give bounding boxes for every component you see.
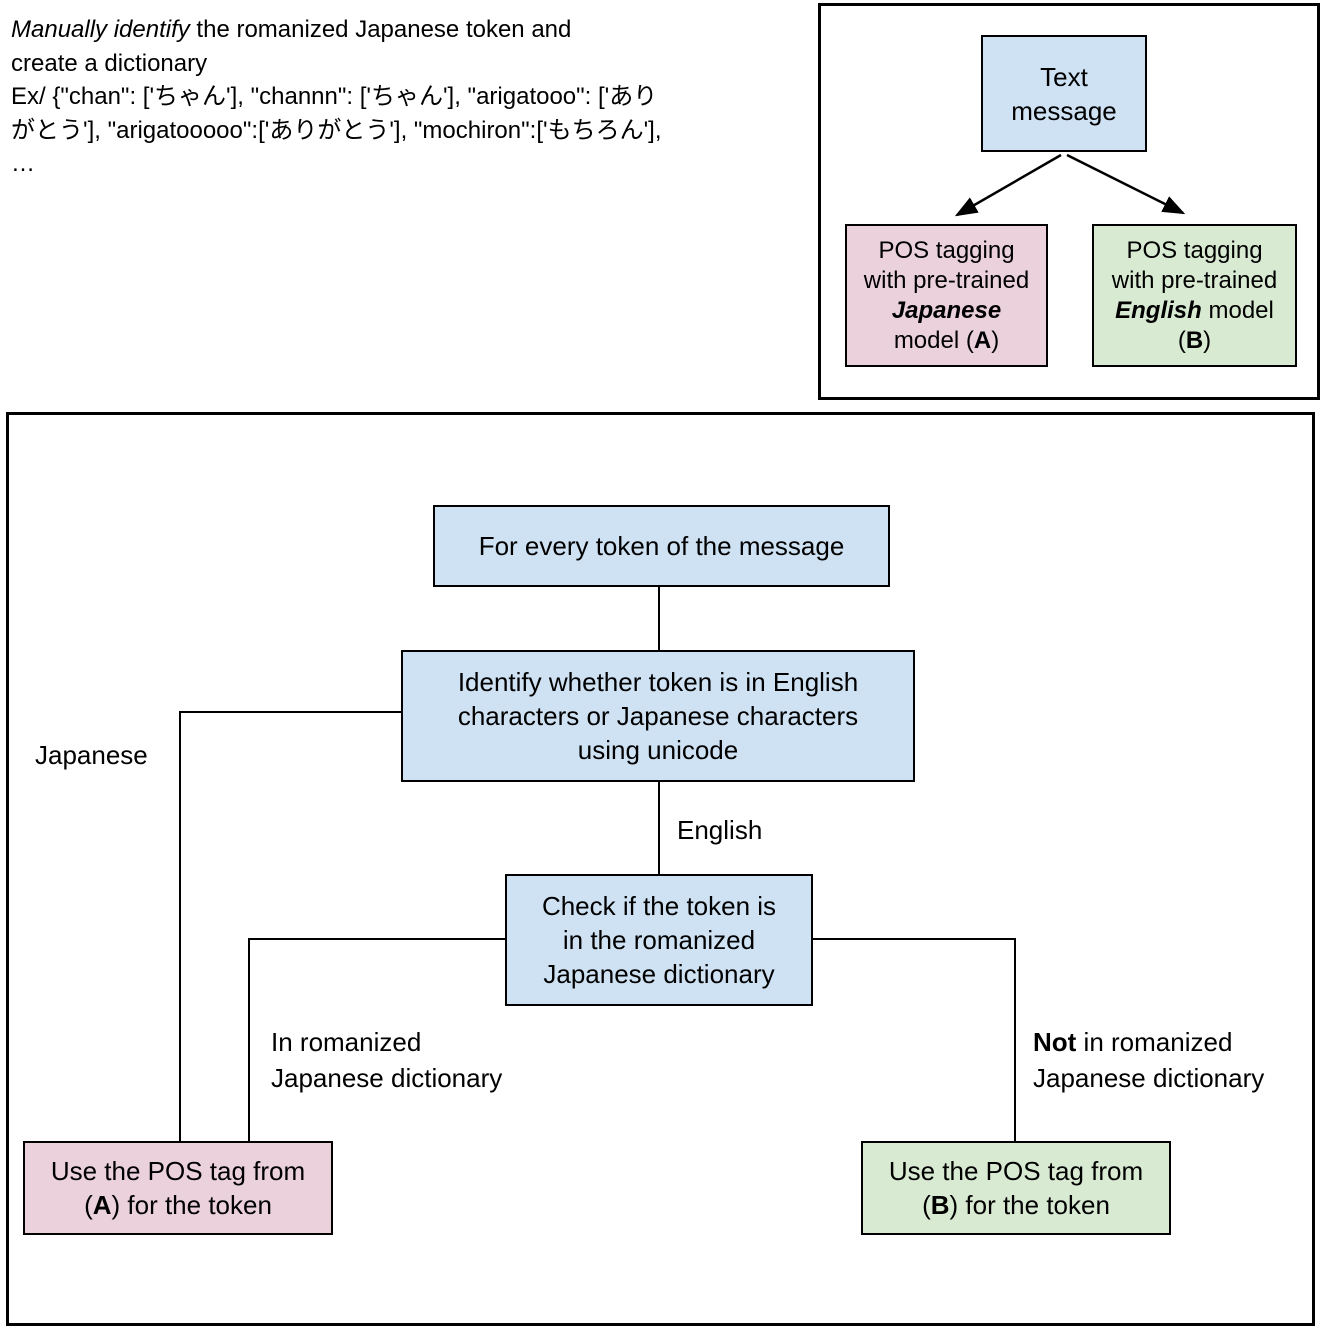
overview-panel: Text message POS tagging with pre-traine…	[818, 3, 1320, 400]
label-in-dictionary-line-2: Japanese dictionary	[271, 1063, 503, 1093]
pos-english-line-4-pre: (	[1177, 326, 1186, 354]
pos-english-line-2: with pre-trained	[1111, 266, 1278, 294]
intro-line-3: Ex/ {"chan": ['ちゃん'], "channn": ['ちゃん'],…	[11, 83, 658, 110]
pos-tagging-japanese-box: POS tagging with pre-trained Japanese mo…	[845, 224, 1048, 367]
pos-japanese-line-3: Japanese	[891, 296, 1002, 324]
use-pos-a-bold: A	[92, 1190, 112, 1220]
identify-line-1: Identify whether token is in English	[457, 667, 859, 697]
label-not-in-dictionary: Not in romanized Japanese dictionary	[1033, 1024, 1264, 1096]
for-every-token-box: For every token of the message	[433, 505, 890, 587]
pos-japanese-line-4-pre: model (	[893, 326, 974, 354]
pos-english-line-3-rest: model	[1201, 296, 1274, 324]
connector-identify-to-check	[658, 782, 660, 874]
arrow-to-english-model	[1066, 153, 1186, 215]
pos-english-line-3-bold: English	[1115, 296, 1202, 324]
use-pos-a-line-2: (A) for the token	[84, 1188, 272, 1222]
use-pos-b-bold: B	[930, 1190, 950, 1220]
label-not-in-dictionary-line-1: Not in romanized	[1033, 1024, 1264, 1060]
pos-japanese-line-4: model (A)	[894, 326, 999, 356]
identify-line-3: using unicode	[577, 735, 739, 765]
check-line-2: in the romanized	[562, 925, 756, 955]
connector-in-dict-horizontal	[249, 938, 505, 940]
use-pos-a-box: Use the POS tag from (A) for the token	[23, 1141, 333, 1235]
intro-line-5: …	[11, 150, 35, 177]
use-pos-a-post: ) for the token	[111, 1190, 272, 1220]
text-message-box: Text message	[981, 35, 1147, 152]
pos-english-line-4: (B)	[1178, 326, 1211, 356]
label-english-branch: English	[677, 815, 763, 845]
label-not-in-dictionary-line-2: Japanese dictionary	[1033, 1063, 1265, 1093]
label-not-rest: in romanized	[1076, 1027, 1233, 1057]
arrow-to-japanese-model	[954, 153, 1062, 217]
pos-english-line-1: POS tagging	[1126, 236, 1263, 264]
text-message-line-2: message	[1011, 95, 1117, 126]
use-pos-b-box: Use the POS tag from (B) for the token	[861, 1141, 1171, 1235]
connector-japanese-vertical	[179, 711, 181, 1141]
intro-note: Manually identify the romanized Japanese…	[11, 13, 661, 181]
intro-line-1-rest: the romanized Japanese token and	[189, 16, 572, 43]
pos-english-line-4-post: )	[1203, 326, 1212, 354]
use-pos-a-pre: (	[84, 1190, 93, 1220]
connector-not-in-dict-vertical	[1014, 938, 1016, 1141]
text-message-line-1: Text	[1040, 61, 1088, 92]
pos-japanese-line-4-bold: A	[973, 326, 992, 354]
check-dictionary-box: Check if the token is in the romanized J…	[505, 874, 813, 1006]
pos-english-line-4-bold: B	[1185, 326, 1204, 354]
label-in-dictionary: In romanized Japanese dictionary	[271, 1024, 502, 1096]
intro-line-4: がとう'], "arigatooooo":['ありがとう'], "mochiro…	[11, 116, 662, 144]
use-pos-b-post: ) for the token	[949, 1190, 1110, 1220]
identify-line-2: characters or Japanese characters	[457, 701, 859, 731]
use-pos-b-pre: (	[922, 1190, 931, 1220]
check-line-3: Japanese dictionary	[543, 959, 775, 989]
connector-token-to-identify	[658, 587, 660, 650]
intro-line-1-italic: Manually identify	[11, 16, 190, 43]
pos-japanese-line-2: with pre-trained	[863, 266, 1030, 294]
pos-tagging-english-box: POS tagging with pre-trained English mod…	[1092, 224, 1297, 367]
for-every-token-label: For every token of the message	[478, 531, 845, 561]
check-line-1: Check if the token is	[541, 891, 777, 921]
label-in-dictionary-line-1: In romanized	[271, 1027, 422, 1057]
label-japanese-branch: Japanese	[35, 740, 148, 770]
pos-japanese-line-4-post: )	[991, 326, 1000, 354]
connector-not-in-dict-horizontal	[813, 938, 1016, 940]
connector-japanese-horizontal	[180, 711, 401, 713]
pos-japanese-line-1: POS tagging	[878, 236, 1015, 264]
use-pos-a-line-1: Use the POS tag from	[50, 1156, 306, 1186]
label-not-bold: Not	[1033, 1027, 1077, 1057]
identify-characters-box: Identify whether token is in English cha…	[401, 650, 915, 782]
use-pos-b-line-1: Use the POS tag from	[888, 1156, 1144, 1186]
intro-line-1: Manually identify the romanized Japanese…	[11, 13, 661, 47]
overview-arrows	[954, 153, 1186, 217]
intro-line-2: create a dictionary	[11, 49, 208, 77]
pos-english-line-3: English model	[1115, 296, 1274, 326]
connector-in-dict-vertical	[248, 938, 250, 1141]
use-pos-b-line-2: (B) for the token	[922, 1188, 1110, 1222]
